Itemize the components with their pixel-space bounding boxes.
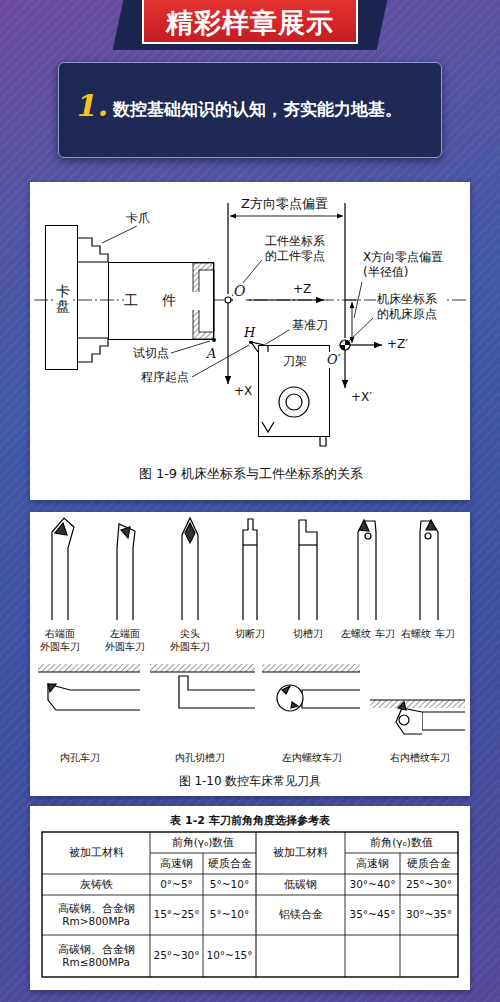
banner-title: 精彩样章展示 bbox=[0, 5, 500, 41]
tool-name: 尖头 外圆车刀 bbox=[160, 628, 220, 653]
tool-name: 右螺纹 车刀 bbox=[398, 628, 458, 641]
table-cell: 30°~35° bbox=[400, 895, 458, 935]
table-cell: 25°~30° bbox=[150, 935, 203, 977]
workpiece: 工件 bbox=[108, 262, 214, 340]
table-cell: 30°~40° bbox=[345, 874, 400, 895]
tool-name: 左端面 外圆车刀 bbox=[95, 628, 155, 653]
table-title: 表 1-2 车刀前角角度选择参考表 bbox=[40, 814, 460, 828]
point-label: A bbox=[206, 346, 217, 362]
axis-label: +Z′ bbox=[386, 337, 409, 352]
tool-name: 右内槽纹车刀 bbox=[370, 752, 470, 765]
tool-name: 左螺纹 车刀 bbox=[338, 628, 398, 641]
tool-name: 左内螺纹车刀 bbox=[262, 752, 362, 765]
table-cell: 被加工材料 bbox=[256, 832, 345, 874]
callout-text: 基准刀 bbox=[291, 318, 329, 333]
part-name: 工件 bbox=[124, 292, 200, 310]
table-cell: 前角(γ₀)数值 bbox=[150, 832, 256, 853]
table-cell: 硬质合金 bbox=[203, 853, 256, 874]
table-cell: 高速钢 bbox=[150, 853, 203, 874]
callout-text: 工件坐标系 的工件零点 bbox=[264, 234, 332, 264]
tool-name: 内孔车刀 bbox=[35, 752, 125, 765]
callout-text: 试切点 bbox=[132, 346, 170, 361]
table-cell: 10°~15° bbox=[203, 935, 256, 977]
dimension-label: X方向零点偏置 (半径值) bbox=[362, 250, 464, 280]
table-cell: 15°~25° bbox=[150, 895, 203, 935]
point-label: O bbox=[233, 283, 246, 301]
table-cell: 0°~5° bbox=[150, 874, 203, 895]
table-cell: 被加工材料 bbox=[42, 832, 150, 874]
chuck-body: 卡盘 bbox=[45, 225, 78, 370]
section-number: 1. bbox=[77, 87, 108, 125]
axis-label: +Z bbox=[292, 282, 312, 297]
figure-caption: 图 1-9 机床坐标系与工件坐标系的关系 bbox=[40, 466, 462, 482]
table-cell: 高碳钢、合金钢 Rm≤800MPa bbox=[42, 935, 150, 977]
table-cell: 25°~30° bbox=[400, 874, 458, 895]
part-name: 卡爪 bbox=[125, 211, 151, 226]
part-name: 卡盘 bbox=[56, 284, 70, 315]
tool-name: 切槽刀 bbox=[278, 628, 338, 641]
table-cell: 铝镁合金 bbox=[256, 895, 345, 935]
table-cell: 35°~45° bbox=[345, 895, 400, 935]
table-cell: 前角(γ₀)数值 bbox=[345, 832, 458, 853]
axis-label: +X′ bbox=[350, 390, 373, 405]
part-name: 刀架 bbox=[283, 354, 307, 369]
point-label: H bbox=[243, 325, 256, 341]
axis-label: +X bbox=[233, 384, 253, 399]
tool-holder: 刀架 bbox=[258, 345, 330, 437]
table-cell: 5°~10° bbox=[203, 874, 256, 895]
dimension-label: Z方向零点偏置 bbox=[240, 196, 329, 212]
table-cell: 灰铸铁 bbox=[42, 874, 150, 895]
table-cell: 硬质合金 bbox=[400, 853, 458, 874]
figure-caption: 图 1-10 数控车床常见刀具 bbox=[40, 774, 460, 789]
tool-name: 内孔切槽刀 bbox=[150, 752, 250, 765]
table-cell: 高碳钢、合金钢 Rm>800MPa bbox=[42, 895, 150, 935]
tool-name: 右端面 外圆车刀 bbox=[30, 628, 90, 653]
tool-name: 切断刀 bbox=[220, 628, 280, 641]
table-cell: 高速钢 bbox=[345, 853, 400, 874]
section-heading: 1.数控基础知识的认知，夯实能力地基。 bbox=[58, 62, 442, 158]
table-cell: 低碳钢 bbox=[256, 874, 345, 895]
section-heading-text: 数控基础知识的认知，夯实能力地基。 bbox=[113, 99, 402, 120]
callout-text: 程序起点 bbox=[140, 370, 190, 385]
table-cell: 5°~10° bbox=[203, 895, 256, 935]
callout-text: 机床坐标系 的机床原点 bbox=[376, 292, 444, 322]
point-label: O′ bbox=[326, 352, 342, 368]
